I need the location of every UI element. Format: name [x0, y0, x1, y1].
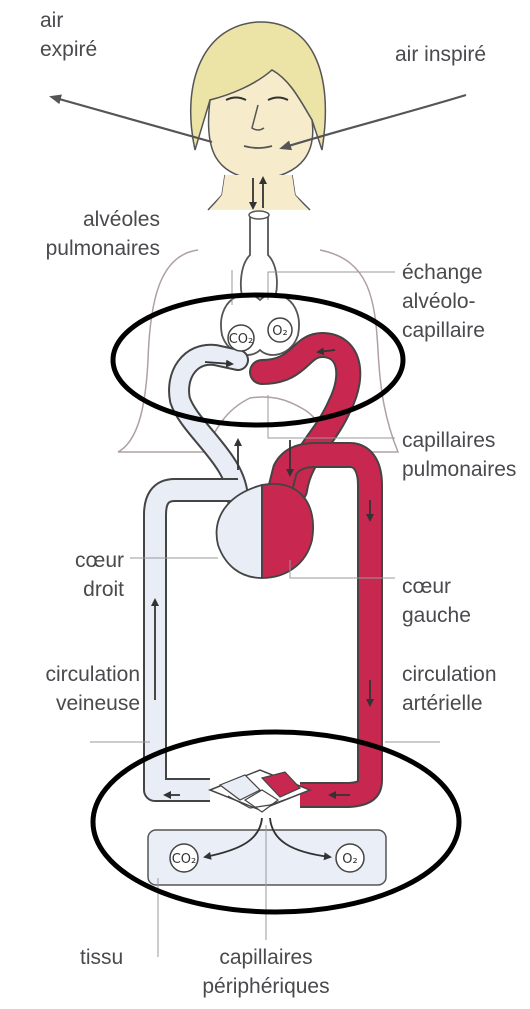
left-heart: [262, 484, 313, 578]
label-alveoles-pulmonaires: alvéoles pulmonaires: [46, 205, 160, 263]
label-air-expire: air expiré: [40, 6, 97, 64]
lungs: [118, 211, 398, 452]
label-echange-alveolo-capillaire: échange alvéolo- capillaire: [402, 258, 485, 345]
label-coeur-gauche: cœur gauche: [402, 572, 471, 630]
co2-lung-label: CO₂: [229, 332, 254, 347]
label-capillaires-peripheriques: capillaires périphériques: [196, 943, 336, 1001]
co2-tissue-label: CO₂: [172, 852, 197, 867]
o2-tissue-label: O₂: [342, 852, 357, 867]
label-coeur-droit: cœur droit: [75, 546, 124, 604]
label-tissu: tissu: [80, 943, 123, 972]
label-capillaires-pulmonaires: capillaires pulmonaires: [402, 426, 516, 484]
air-expire-arrow: [52, 97, 212, 142]
trachea: [241, 215, 277, 305]
o2-lung-label: O₂: [272, 324, 287, 339]
peripheral-capillaries: [210, 770, 310, 812]
head: [191, 22, 326, 210]
arterial-vessels: [262, 345, 370, 795]
label-circulation-veineuse: circulation veineuse: [45, 660, 140, 718]
label-air-inspire: air inspiré: [395, 40, 486, 69]
trachea-top: [249, 211, 269, 219]
label-circulation-arterielle: circulation artérielle: [402, 660, 497, 718]
